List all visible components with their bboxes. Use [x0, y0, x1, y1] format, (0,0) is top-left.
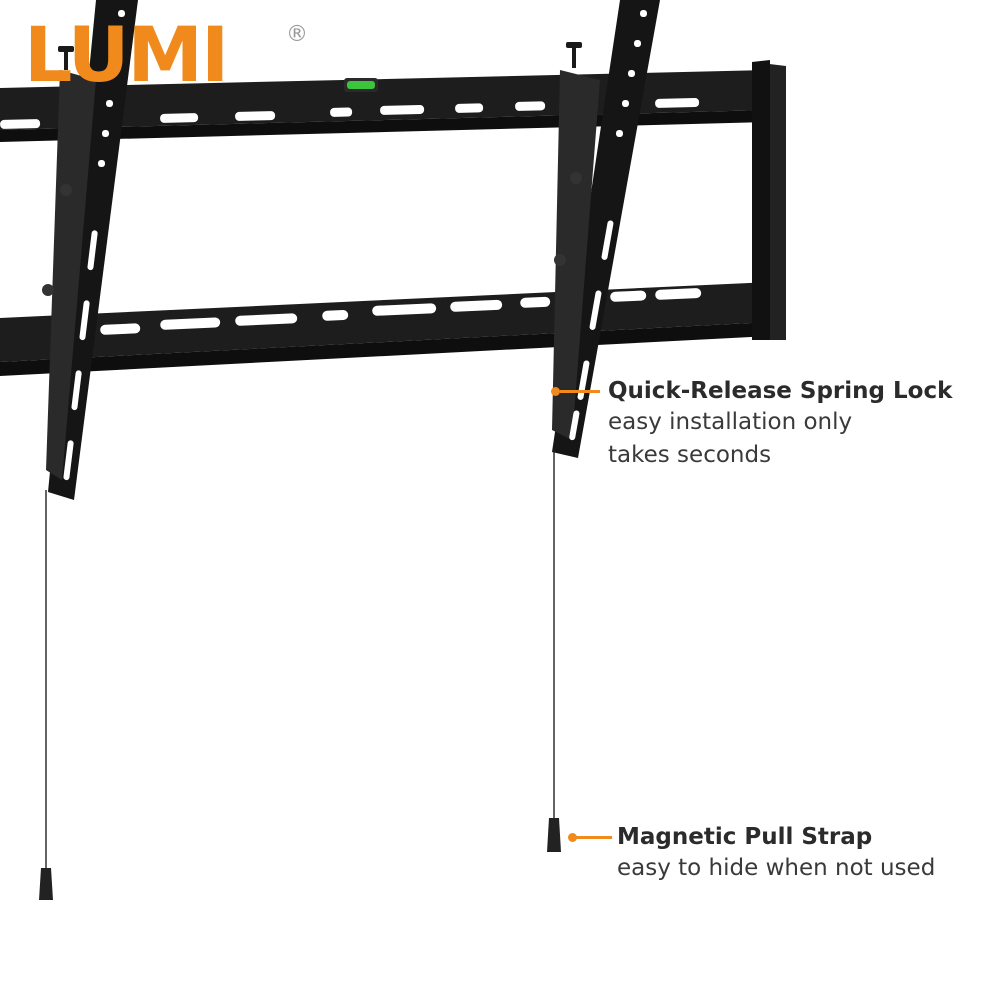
right-mounting-arm	[547, 0, 660, 852]
callout-dot-pull-strap	[568, 833, 577, 842]
callout-leader-spring-lock	[560, 390, 600, 393]
callout-description: easy to hide when not used	[617, 855, 936, 881]
callout-title: Magnetic Pull Strap	[617, 824, 873, 850]
left-mounting-arm	[39, 0, 138, 900]
registered-mark: ®	[286, 22, 308, 47]
callout-title: Quick-Release Spring Lock	[608, 378, 953, 404]
callout-dot-spring-lock	[551, 387, 560, 396]
callout-spring-lock: Quick-Release Spring Lock easy installat…	[608, 376, 988, 472]
brand-name: LUMI	[24, 10, 229, 99]
callout-description: easy installation only	[608, 409, 853, 435]
callout-leader-pull-strap	[576, 836, 612, 839]
callout-pull-strap: Magnetic Pull Strap easy to hide when no…	[617, 822, 992, 885]
callout-description: takes seconds	[608, 442, 772, 468]
